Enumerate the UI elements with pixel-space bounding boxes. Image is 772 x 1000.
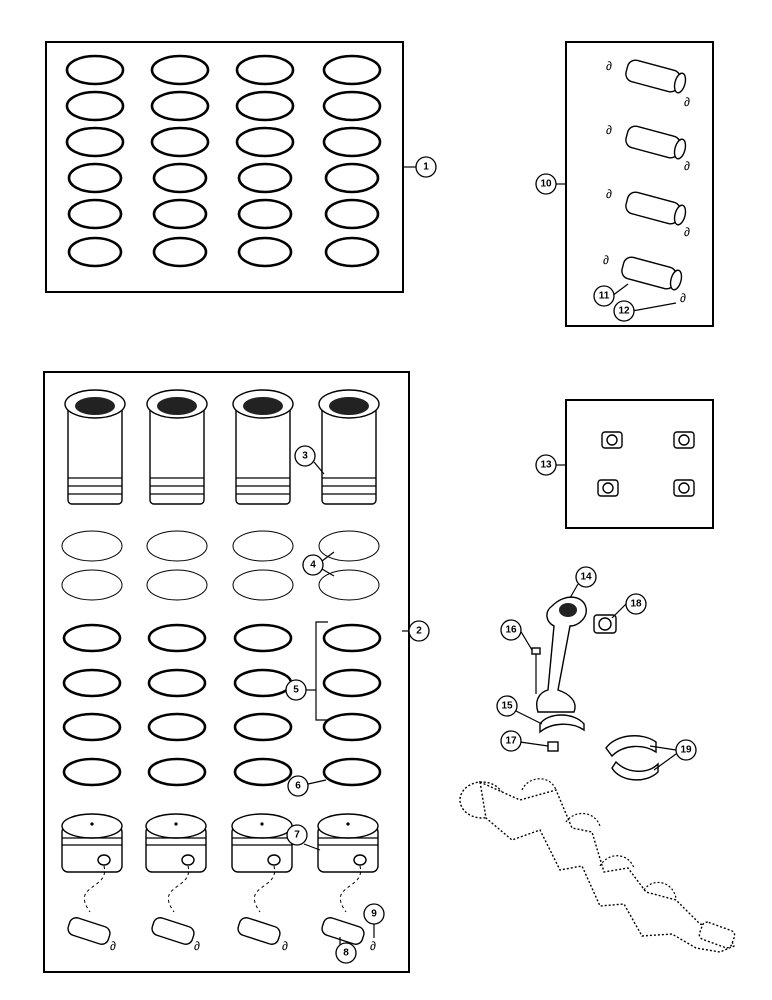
callout-18: 18 [625,593,647,615]
callout-1: 1 [415,156,437,178]
piston-pin-kit-panel [565,41,714,327]
callout-15: 15 [496,695,518,717]
svg-text:9: 9 [371,909,377,920]
crankshaft [459,778,736,953]
callout-7: 7 [286,824,308,846]
svg-text:∂: ∂ [110,939,116,953]
svg-text:10: 10 [540,179,552,190]
svg-text:∂: ∂ [194,939,200,953]
callout-2: 2 [408,620,430,642]
svg-text:18: 18 [630,599,642,610]
callout-12: 12 [613,300,635,322]
svg-text:∂: ∂ [606,187,612,201]
svg-text:∂: ∂ [370,939,376,953]
piston-ring-kit-panel [45,41,404,293]
bushing-kit-panel [565,399,714,529]
rod-nut [547,741,559,752]
connecting-rod [536,596,587,713]
svg-text:17: 17 [505,736,517,747]
svg-text:5: 5 [293,685,299,696]
svg-text:13: 13 [540,460,552,471]
callout-4: 4 [302,554,324,576]
piston-pin-set: ∂ ∂ ∂ ∂ ∂ ∂ ∂ ∂ [603,59,690,305]
svg-text:2: 2 [416,626,422,637]
svg-text:∂: ∂ [684,225,690,239]
bushings [597,431,695,497]
svg-text:∂: ∂ [684,95,690,109]
svg-text:4: 4 [310,560,316,571]
piston-ring-set [65,54,382,268]
svg-text:8: 8 [343,948,349,959]
pistons [61,813,379,913]
svg-text:12: 12 [618,306,630,317]
svg-text:∂: ∂ [606,59,612,73]
callout-11: 11 [593,285,615,307]
rod-bushing [593,614,617,634]
svg-text:16: 16 [505,625,517,636]
callout-16: 16 [500,619,522,641]
svg-text:6: 6 [295,781,301,792]
svg-text:∂: ∂ [684,159,690,173]
svg-text:19: 19 [680,745,692,756]
svg-text:∂: ∂ [606,123,612,137]
rod-bearing-halves [605,735,659,781]
svg-text:∂: ∂ [680,291,686,305]
svg-text:3: 3 [302,451,308,462]
svg-text:14: 14 [580,572,592,583]
svg-text:1: 1 [423,162,429,173]
svg-text:∂: ∂ [603,253,609,267]
rod-cap [539,714,585,734]
callout-5: 5 [285,679,307,701]
callout-14: 14 [575,566,597,588]
callout-19: 19 [675,739,697,761]
svg-text:7: 7 [294,830,300,841]
sleeve-seal-rings [61,530,380,601]
callout-17: 17 [500,730,522,752]
callout-3: 3 [294,445,316,467]
cylinder-sleeves [64,389,380,505]
callout-6: 6 [287,775,309,797]
callout-9: 9 [363,903,385,925]
callout-8: 8 [335,942,357,964]
svg-text:∂: ∂ [282,939,288,953]
svg-text:15: 15 [501,701,513,712]
svg-text:11: 11 [599,291,610,302]
rod-bolt [531,647,541,694]
callout-10: 10 [535,173,557,195]
callout-13: 13 [535,454,557,476]
piston-pins: ∂ ∂ ∂ ∂ [67,917,376,953]
